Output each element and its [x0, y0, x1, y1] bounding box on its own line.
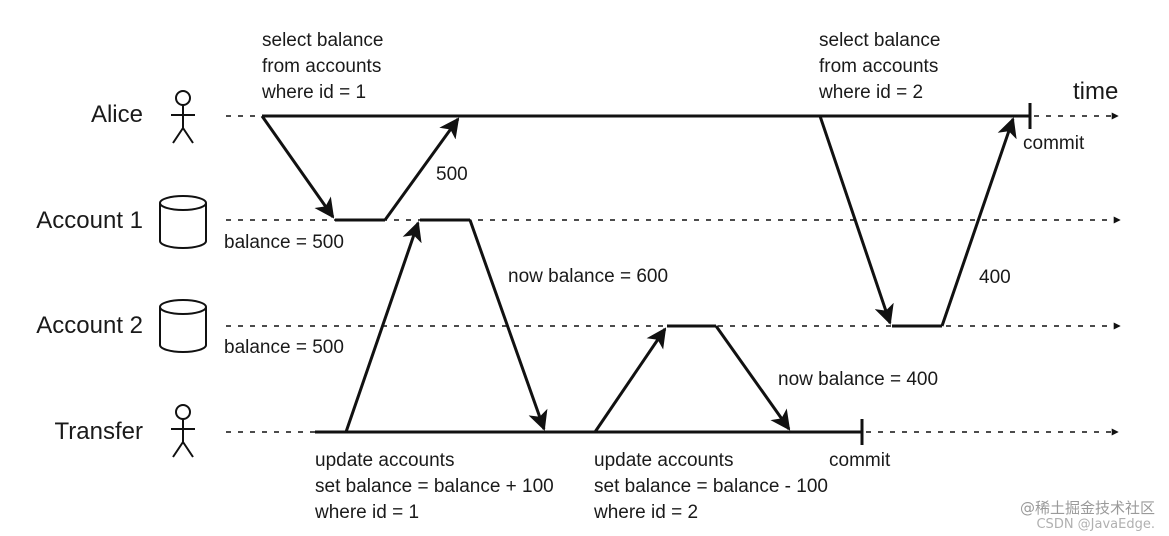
transfer-timeline: [226, 419, 1119, 445]
transfer-update2-text: update accounts set balance = balance - …: [593, 450, 833, 523]
lane-label-account2: Account 2: [36, 312, 143, 339]
account2-now-balance-label: now balance = 400: [778, 369, 938, 390]
person-icon: [171, 90, 195, 144]
alice-query1-text: select balance from accounts where id = …: [261, 30, 389, 103]
alice-commit-label: commit: [1023, 133, 1085, 154]
account1-now-balance-label: now balance = 600: [508, 266, 668, 287]
lane-label-alice: Alice: [91, 101, 143, 128]
alice-timeline: [226, 103, 1119, 129]
arrow-account2-ack-transfer: [714, 325, 791, 431]
reply-400-label: 400: [979, 267, 1011, 288]
watermark-csdn: CSDN @JavaEdge.: [1036, 517, 1155, 532]
account1-balance-label: balance = 500: [224, 232, 344, 253]
arrow-account1-ack-transfer: [468, 219, 548, 431]
database-icon: [159, 299, 207, 353]
transfer-commit-label: commit: [829, 450, 891, 471]
arrow-account1-reply-alice: [383, 117, 460, 221]
lane-label-account1: Account 1: [36, 207, 143, 234]
arrow-transfer-update-account1: [344, 221, 422, 433]
time-axis-label: time: [1073, 78, 1118, 105]
arrow-alice-query-account2: [818, 115, 894, 325]
transfer-update1-text: update accounts set balance = balance + …: [314, 450, 559, 523]
lane-label-transfer: Transfer: [55, 418, 143, 445]
arrow-alice-query-account1: [260, 115, 335, 219]
alice-query2-text: select balance from accounts where id = …: [818, 30, 946, 103]
watermark-juejin: @稀土掘金技术社区: [1020, 499, 1155, 517]
reply-500-label: 500: [436, 164, 468, 185]
account2-balance-label: balance = 500: [224, 337, 344, 358]
database-icon: [159, 195, 207, 249]
arrow-transfer-update-account2: [593, 327, 667, 433]
person-icon: [171, 404, 195, 458]
arrow-account2-reply-alice: [940, 117, 1017, 327]
